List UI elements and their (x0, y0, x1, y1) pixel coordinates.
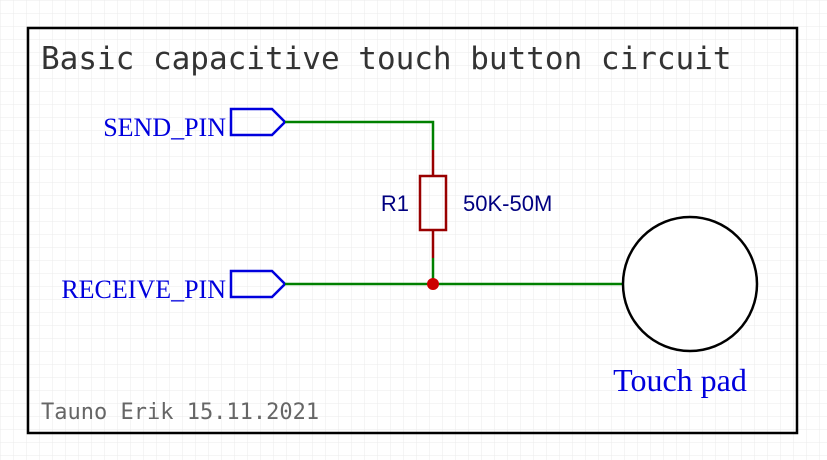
junction-dot (427, 278, 439, 290)
receive-pin-connector (229, 269, 287, 299)
diagram-title: Basic capacitive touch button circuit (41, 41, 732, 77)
author-date-label: Tauno Erik 15.11.2021 (41, 400, 319, 425)
touch-pad-label: Touch pad (613, 362, 747, 398)
touch-pad-circle (621, 215, 759, 353)
send-pin-connector (229, 107, 287, 137)
receive-pin-label: RECEIVE_PIN (61, 275, 226, 304)
send-wire (285, 120, 435, 150)
schematic-frame (26, 26, 799, 435)
send-pin-label: SEND_PIN (103, 113, 226, 142)
resistor-ref-label: R1 (381, 191, 409, 216)
resistor-r1 (418, 150, 448, 258)
resistor-value-label: 50K-50M (463, 191, 552, 216)
